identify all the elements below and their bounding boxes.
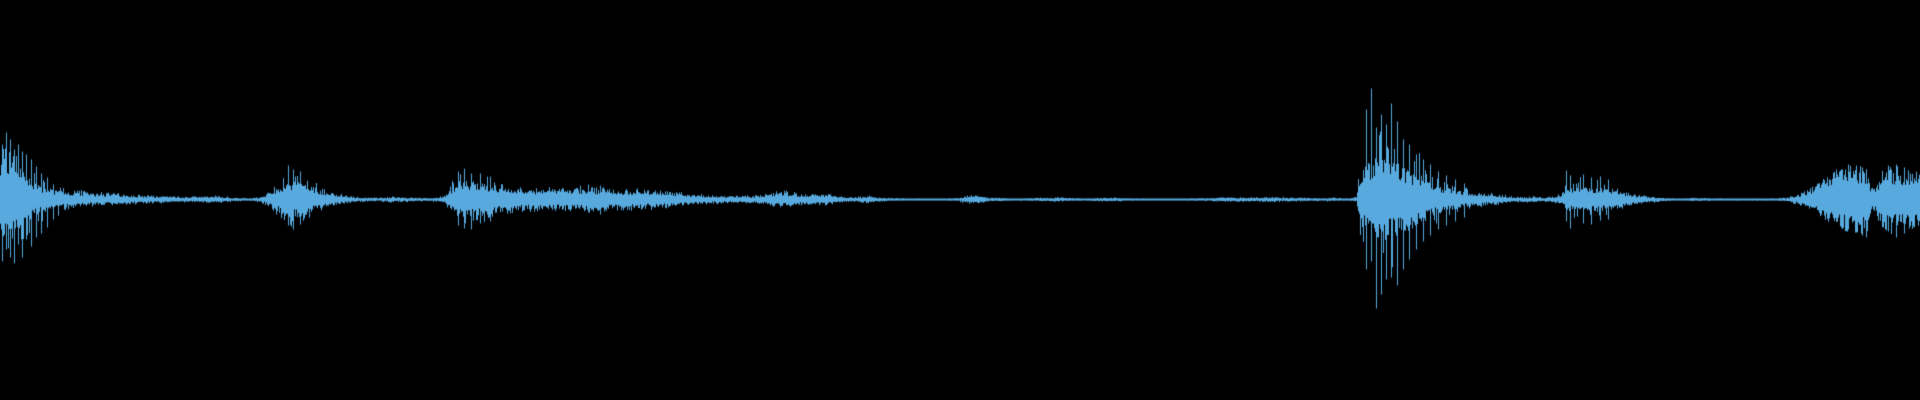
audio-waveform-canvas[interactable] (0, 0, 1920, 400)
waveform-display (0, 0, 1920, 400)
